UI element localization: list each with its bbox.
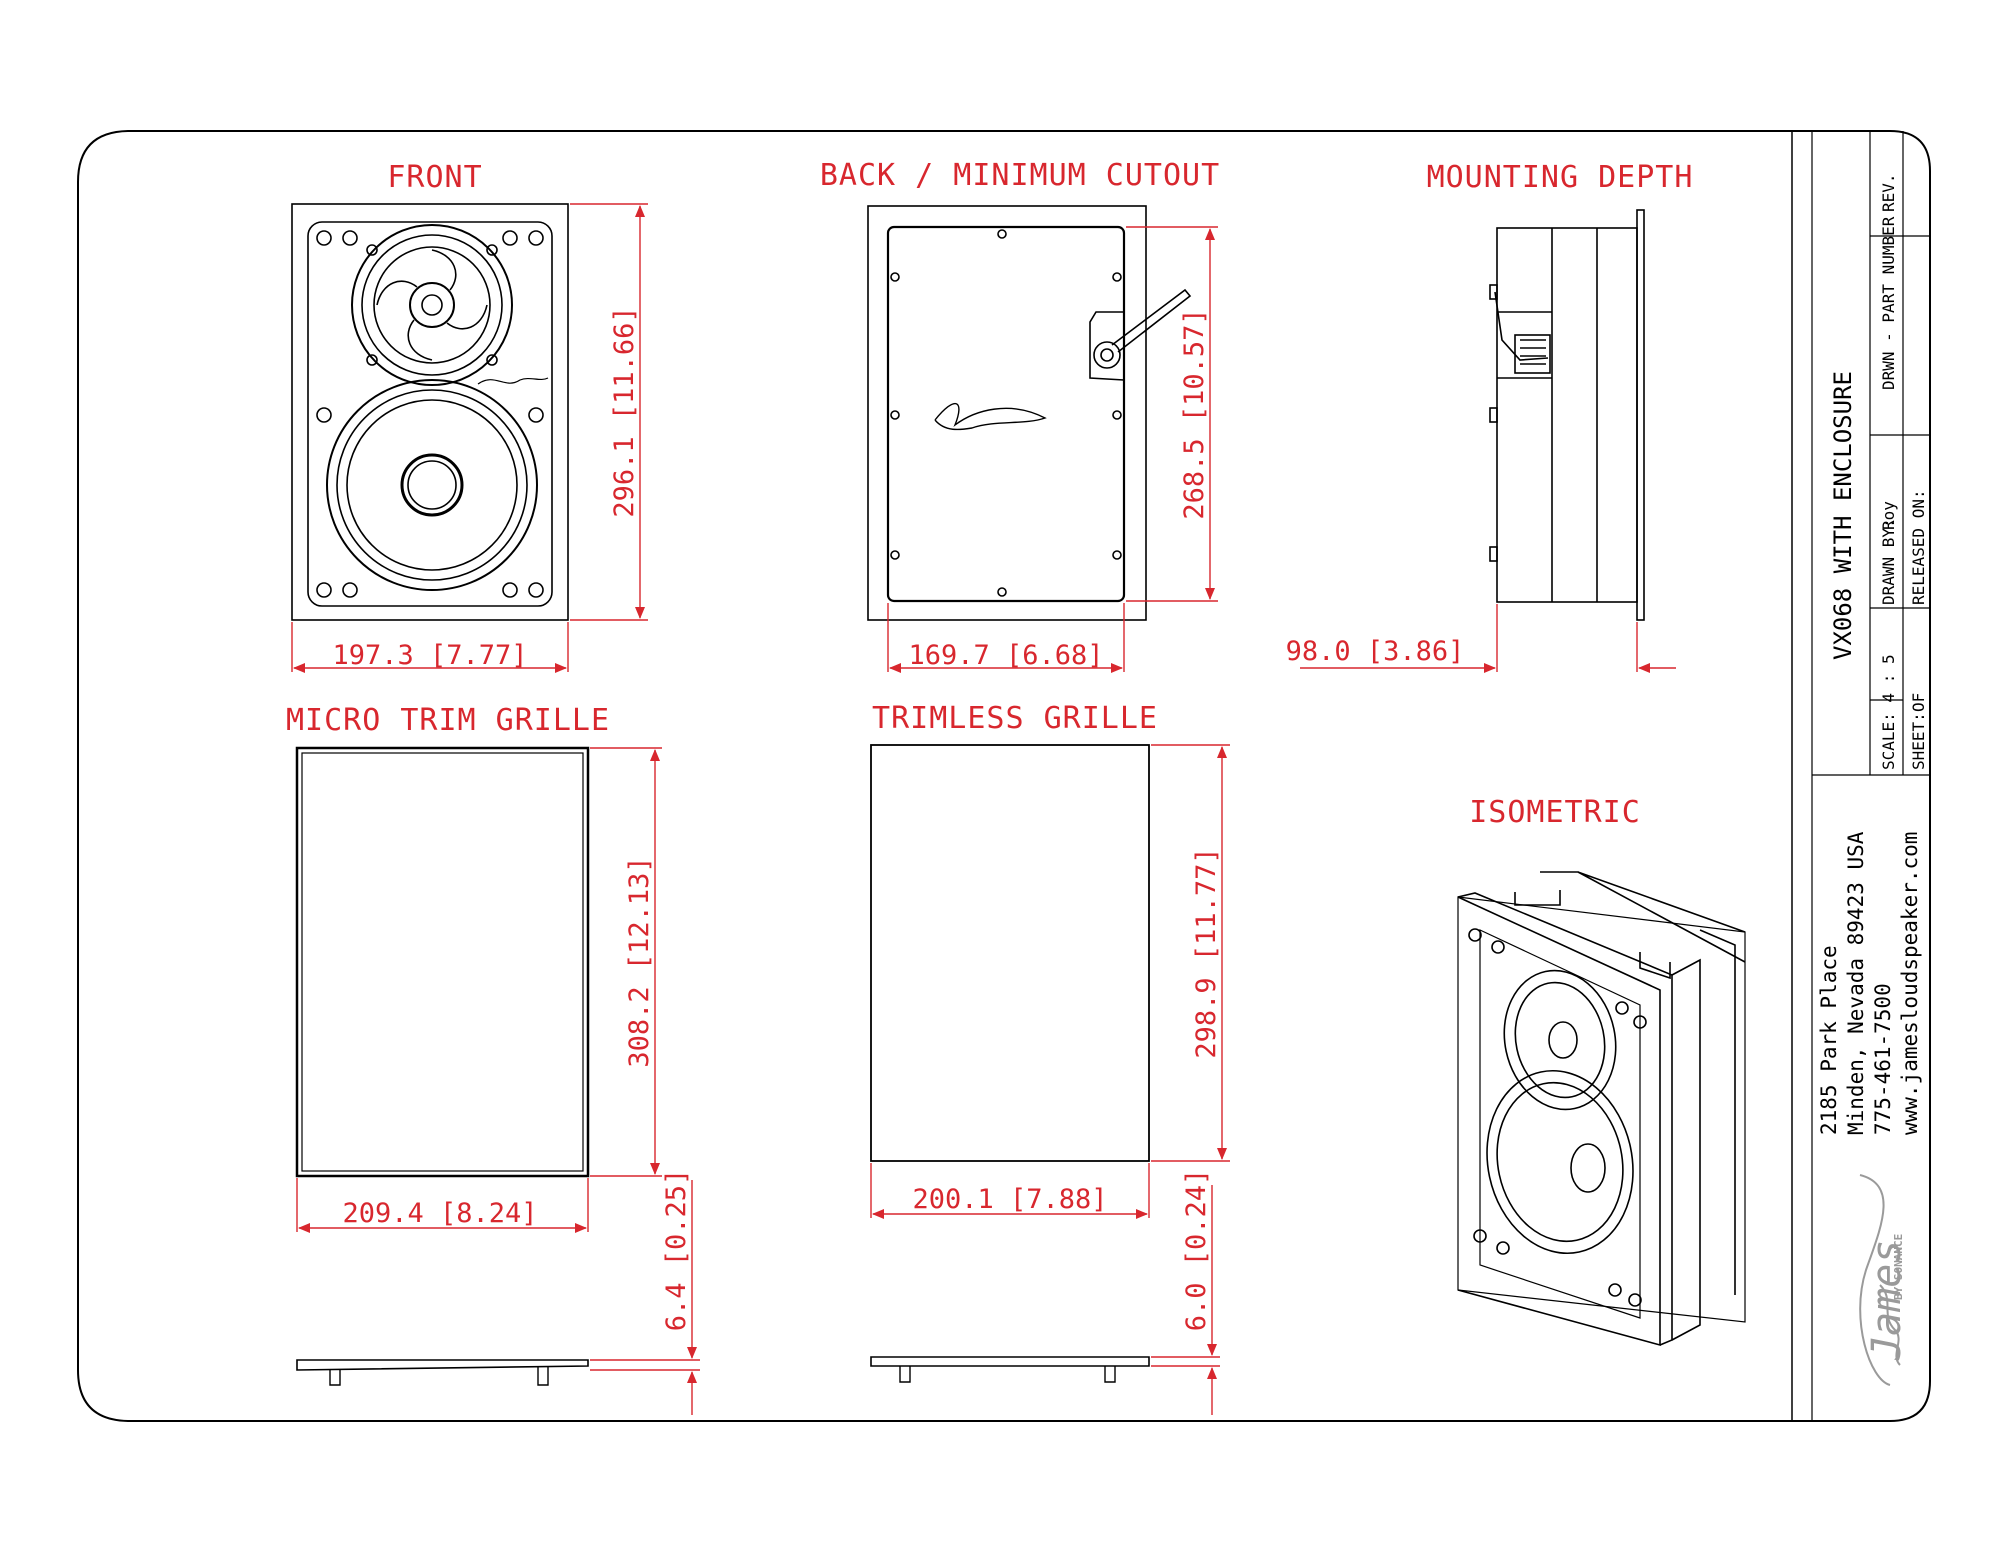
logo-script: James <box>1864 1240 1910 1361</box>
address-line-2: Minden, Nevada 89423 USA <box>1844 831 1868 1135</box>
view-title-micro: MICRO TRIM GRILLE <box>286 703 610 738</box>
part-number-label: DRWN - PART NUMBER <box>1879 216 1898 390</box>
sheet-of-label: OF <box>1909 693 1928 712</box>
view-title-front: FRONT <box>387 160 482 195</box>
title-block: VX068 WITH ENCLOSURE REV. DRWN - PART NU… <box>1811 131 1930 1421</box>
depth-dims: 98.0 [3.86] <box>1286 604 1676 673</box>
isometric-view-drawing <box>1457 871 1746 1347</box>
front-width-dim: 197.3 [7.77] <box>332 640 527 671</box>
company-address: 2185 Park Place Minden, Nevada 89423 USA… <box>1817 831 1922 1135</box>
front-dims: 197.3 [7.77] 296.1 [11.66] <box>291 203 648 673</box>
trimless-height-dim: 298.9 [11.77] <box>1191 847 1222 1058</box>
micro-width-dim: 209.4 [8.24] <box>342 1198 537 1229</box>
model-title: VX068 WITH ENCLOSURE <box>1829 371 1857 660</box>
james-logo: James BY SONANCE <box>1859 1174 1910 1386</box>
trimless-grille-drawing <box>870 744 1150 1383</box>
view-title-iso: ISOMETRIC <box>1469 795 1641 830</box>
view-title-back: BACK / MINIMUM CUTOUT <box>820 158 1220 193</box>
front-height-dim: 296.1 [11.66] <box>609 306 640 517</box>
trimless-grille-dims: 200.1 [7.88] 298.9 [11.77] 6.0 [0.24] <box>870 744 1230 1415</box>
back-height-dim: 268.5 [10.57] <box>1179 308 1210 519</box>
drawn-by-label: DRAWN BY: <box>1879 518 1898 605</box>
scale-label: SCALE: 4 : 5 <box>1879 654 1898 770</box>
view-title-depth: MOUNTING DEPTH <box>1427 160 1694 195</box>
trimless-width-dim: 200.1 [7.88] <box>912 1184 1107 1215</box>
address-line-4: www.jamesloudspeaker.com <box>1898 832 1922 1135</box>
logo-subtitle: BY SONANCE <box>1892 1234 1905 1300</box>
rev-label: REV. <box>1879 173 1898 212</box>
address-line-1: 2185 Park Place <box>1817 945 1841 1135</box>
drawn-by-value: Roy <box>1879 501 1898 530</box>
back-view-drawing <box>867 205 1192 621</box>
back-width-dim: 169.7 [6.68] <box>908 640 1103 671</box>
sheet-label: SHEET: <box>1909 712 1928 770</box>
view-title-trimless: TRIMLESS GRILLE <box>872 701 1158 736</box>
mounting-depth-dim: 98.0 [3.86] <box>1286 636 1465 667</box>
micro-thickness-dim: 6.4 [0.25] <box>661 1169 692 1332</box>
released-label: RELEASED ON: <box>1909 489 1928 605</box>
back-dims: 169.7 [6.68] 268.5 [10.57] <box>887 226 1218 673</box>
sheet-border <box>77 130 1931 1422</box>
front-view-drawing <box>291 203 569 621</box>
address-line-3: 775-461-7500 <box>1871 983 1895 1135</box>
micro-grille-dims: 209.4 [8.24] 308.2 [12.13] 6.4 [0.25] <box>296 747 700 1415</box>
micro-grille-drawing <box>295 746 590 1386</box>
micro-height-dim: 308.2 [12.13] <box>624 856 655 1067</box>
depth-view-drawing <box>1489 209 1645 621</box>
trimless-thickness-dim: 6.0 [0.24] <box>1181 1169 1212 1332</box>
